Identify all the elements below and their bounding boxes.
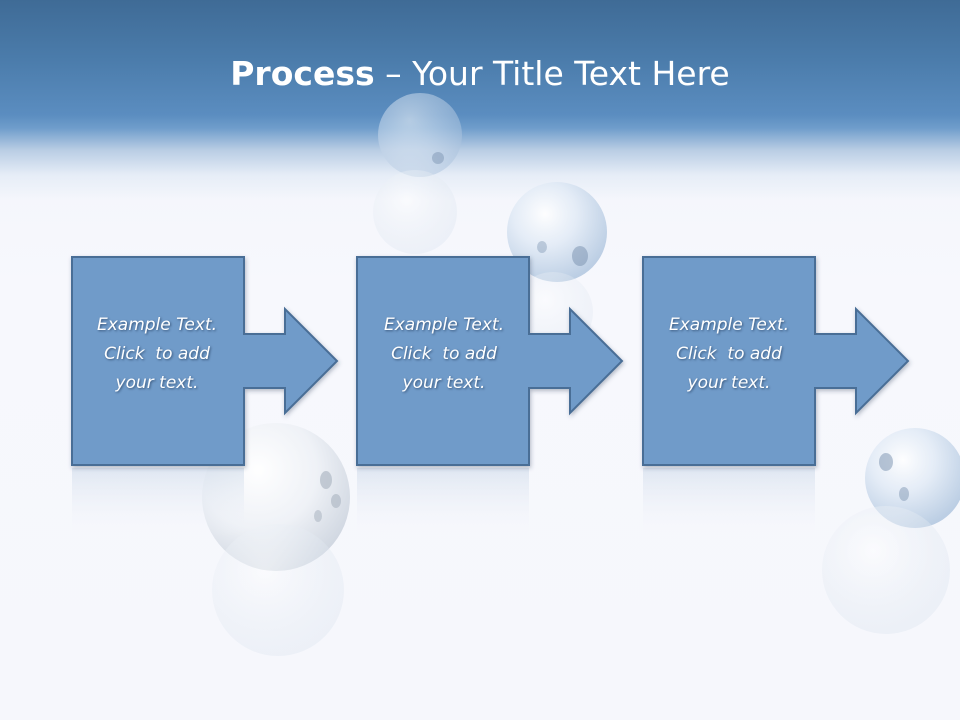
box-reflection-1 — [72, 468, 244, 538]
step-3-line-1: Example Text. — [668, 315, 790, 335]
sphere-top-left — [373, 93, 462, 254]
step-3-line-2: Click to add — [676, 344, 782, 364]
process-step-1-text[interactable]: Example Text. Click to add your text. — [70, 311, 244, 398]
step-3-line-3: your text. — [687, 373, 771, 393]
process-step-3-text[interactable]: Example Text. Click to add your text. — [642, 311, 816, 398]
sphere-top-middle — [507, 182, 607, 352]
process-step-1-shape[interactable] — [71, 256, 339, 466]
process-step-2-text[interactable]: Example Text. Click to add your text. — [357, 311, 531, 398]
step-2-line-1: Example Text. — [383, 315, 505, 335]
box-reflection-3 — [643, 468, 815, 538]
step-2-line-3: your text. — [402, 373, 486, 393]
process-step-2-shape[interactable] — [356, 256, 624, 466]
box-reflection-2 — [357, 468, 529, 538]
step-2-line-2: Click to add — [391, 344, 497, 364]
step-1-line-1: Example Text. — [96, 315, 218, 335]
sphere-bottom-right — [822, 428, 960, 634]
step-1-line-3: your text. — [115, 373, 199, 393]
title-rest: – Your Title Text Here — [374, 54, 730, 93]
header-band — [0, 0, 960, 200]
slide-title[interactable]: Process – Your Title Text Here — [0, 50, 960, 98]
title-bold: Process — [230, 54, 375, 93]
step-1-line-2: Click to add — [104, 344, 210, 364]
process-step-3-shape[interactable] — [642, 256, 910, 466]
